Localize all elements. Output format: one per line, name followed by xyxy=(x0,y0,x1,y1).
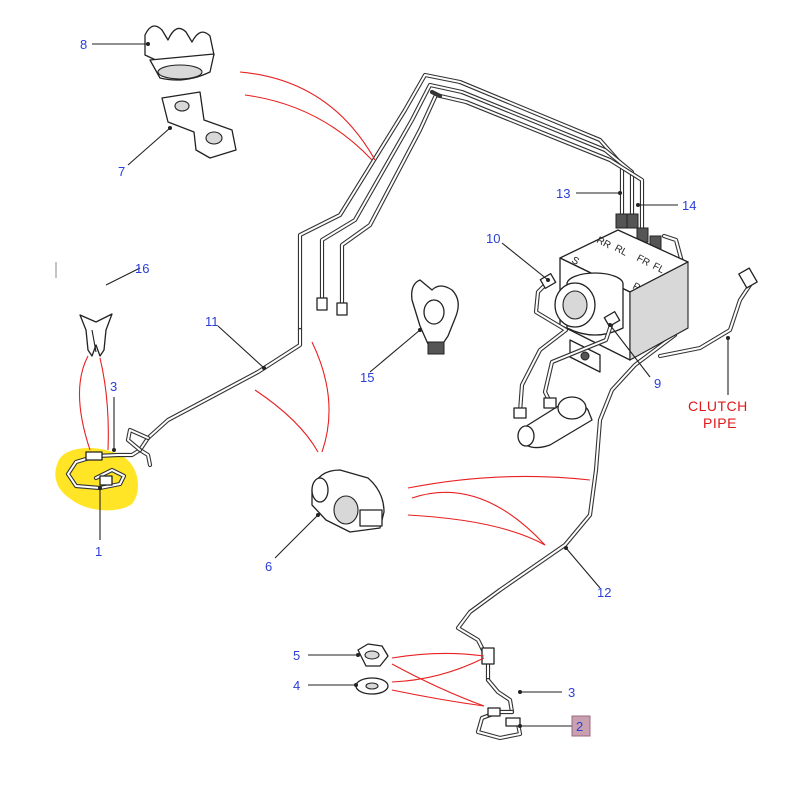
callout-3-lower[interactable]: 3 xyxy=(568,685,575,700)
part-16-clip[interactable] xyxy=(79,313,113,357)
callout-3-upper[interactable]: 3 xyxy=(110,379,117,394)
brake-pipe-9[interactable] xyxy=(513,273,621,419)
callout-12[interactable]: 12 xyxy=(597,585,611,600)
callout-8[interactable]: 8 xyxy=(80,37,87,52)
callout-13[interactable]: 13 xyxy=(556,186,570,201)
port-label-fl: FL xyxy=(651,261,667,276)
part-1-brake-hose[interactable] xyxy=(65,427,153,491)
assembly-indicator-lines xyxy=(78,71,591,707)
part-5-nut[interactable] xyxy=(357,643,389,667)
abs-modulator[interactable]: S RR RL FR FL P xyxy=(517,229,689,449)
part-4-washer[interactable] xyxy=(355,677,389,695)
callout-15[interactable]: 15 xyxy=(360,370,374,385)
callout-1[interactable]: 1 xyxy=(95,544,102,559)
port-label-p: P xyxy=(631,281,642,294)
clutch-pipe-label-line1: CLUTCH xyxy=(688,398,748,414)
callout-16[interactable]: 16 xyxy=(135,261,149,276)
part-2-brake-hose[interactable] xyxy=(475,707,523,741)
callout-9[interactable]: 9 xyxy=(654,376,661,391)
part-6-mount[interactable] xyxy=(311,469,385,533)
callout-7[interactable]: 7 xyxy=(118,164,125,179)
brake-pipe-11[interactable] xyxy=(137,72,662,453)
callout-11[interactable]: 11 xyxy=(205,314,219,329)
clutch-pipe[interactable] xyxy=(657,267,758,359)
part-7-bracket[interactable] xyxy=(161,91,237,159)
callout-5[interactable]: 5 xyxy=(293,648,300,663)
callout-10[interactable]: 10 xyxy=(486,231,500,246)
port-label-rl: RL xyxy=(613,243,630,259)
callout-4[interactable]: 4 xyxy=(293,678,300,693)
port-label-s: S xyxy=(570,255,581,268)
callout-2-selected-box xyxy=(571,715,591,737)
part-8-pipe-clip[interactable] xyxy=(144,25,215,81)
part-15-clip[interactable] xyxy=(411,279,459,355)
clutch-pipe-label-line2: PIPE xyxy=(703,415,737,431)
leader-lines xyxy=(92,42,730,728)
callout-2[interactable]: 2 xyxy=(576,719,583,734)
callout-6[interactable]: 6 xyxy=(265,559,272,574)
callout-14[interactable]: 14 xyxy=(682,198,696,213)
